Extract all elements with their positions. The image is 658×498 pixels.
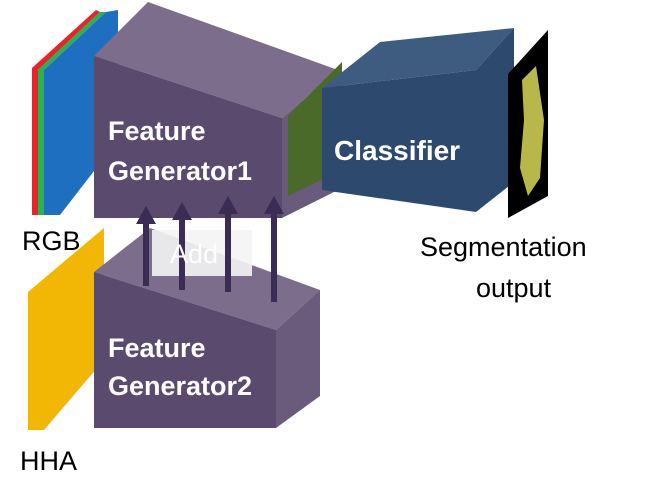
- fusion-arrowhead: [136, 206, 156, 224]
- classifier-side-face: [476, 28, 514, 212]
- segmentation-output-map: [508, 30, 548, 218]
- classifier-top-face: [322, 28, 514, 88]
- generator1-label-line1: Feature: [108, 116, 206, 146]
- generator2-label-line1: Feature: [108, 333, 206, 363]
- output-map-segment: [520, 66, 544, 196]
- fusion-arrowhead: [264, 196, 284, 214]
- generator1-label-line2: Generator1: [108, 156, 252, 186]
- fusion-arrows: [136, 196, 284, 302]
- generator1-front-face: [94, 56, 282, 218]
- generator2-side-face: [276, 290, 320, 428]
- classifier-label: Classifier: [334, 135, 460, 166]
- classifier-block: [322, 28, 514, 212]
- hha-label: HHA: [20, 446, 77, 476]
- hha-input-slab: [28, 228, 104, 430]
- generator2-front-face: [94, 272, 276, 428]
- rgb-label: RGB: [22, 226, 81, 256]
- feature-generator2-block: [94, 228, 320, 428]
- segmentation-output-label-line2: output: [476, 273, 552, 303]
- generator2-top-face: [94, 228, 320, 330]
- segmentation-output-label-line1: Segmentation: [420, 232, 587, 262]
- classifier-front-face: [322, 70, 476, 212]
- generator2-label-line2: Generator2: [108, 371, 252, 401]
- fusion-arrowhead: [218, 196, 238, 214]
- generator1-top-face: [94, 2, 338, 118]
- fusion-arrowhead: [172, 202, 192, 220]
- add-label: Add: [170, 239, 218, 269]
- add-box: [152, 230, 252, 276]
